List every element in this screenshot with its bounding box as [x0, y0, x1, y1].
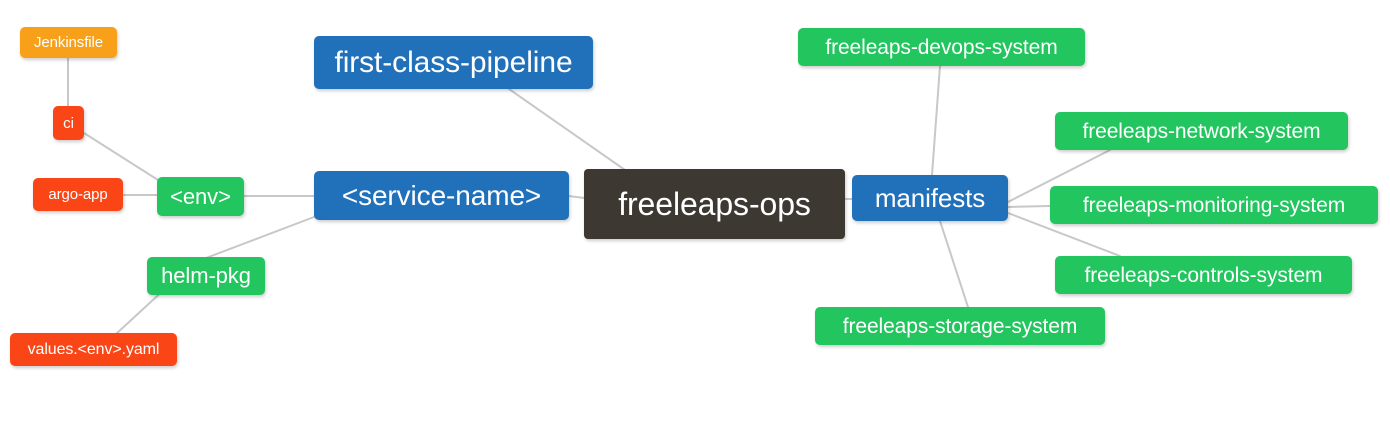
mindmap-node-freeleaps-ops[interactable]: freeleaps-ops: [584, 169, 845, 239]
edge-service-name-to-freeleaps-ops: [568, 195, 585, 199]
mindmap-node-ci[interactable]: ci: [53, 106, 84, 140]
mindmap-node-env[interactable]: <env>: [157, 177, 244, 216]
mindmap-node-values-yaml[interactable]: values.<env>.yaml: [10, 333, 177, 366]
edge-first-class-pipeline-to-freeleaps-ops: [508, 88, 626, 171]
mindmap-node-freeleaps-devops-system[interactable]: freeleaps-devops-system: [798, 28, 1085, 66]
mindmap-node-freeleaps-storage-system[interactable]: freeleaps-storage-system: [815, 307, 1105, 345]
edge-manifests-to-freeleaps-storage-system: [939, 220, 969, 308]
mindmap-node-freeleaps-monitoring-system[interactable]: freeleaps-monitoring-system: [1050, 186, 1378, 224]
mindmap-node-manifests[interactable]: manifests: [852, 175, 1008, 221]
mindmap-node-service-name[interactable]: <service-name>: [314, 171, 569, 220]
edge-manifests-to-freeleaps-devops-system: [931, 65, 941, 176]
mindmap-node-helm-pkg[interactable]: helm-pkg: [147, 257, 265, 295]
edge-manifests-to-freeleaps-monitoring-system: [1007, 205, 1051, 208]
mindmap-node-first-class-pipeline[interactable]: first-class-pipeline: [314, 36, 593, 89]
edge-ci-to-env: [83, 132, 159, 181]
mindmap-node-freeleaps-controls-system[interactable]: freeleaps-controls-system: [1055, 256, 1352, 294]
mindmap-node-argo-app[interactable]: argo-app: [33, 178, 123, 211]
mindmap-node-freeleaps-network-system[interactable]: freeleaps-network-system: [1055, 112, 1348, 150]
mindmap-node-jenkinsfile[interactable]: Jenkinsfile: [20, 27, 117, 58]
edge-service-name-to-helm-pkg: [205, 216, 315, 259]
